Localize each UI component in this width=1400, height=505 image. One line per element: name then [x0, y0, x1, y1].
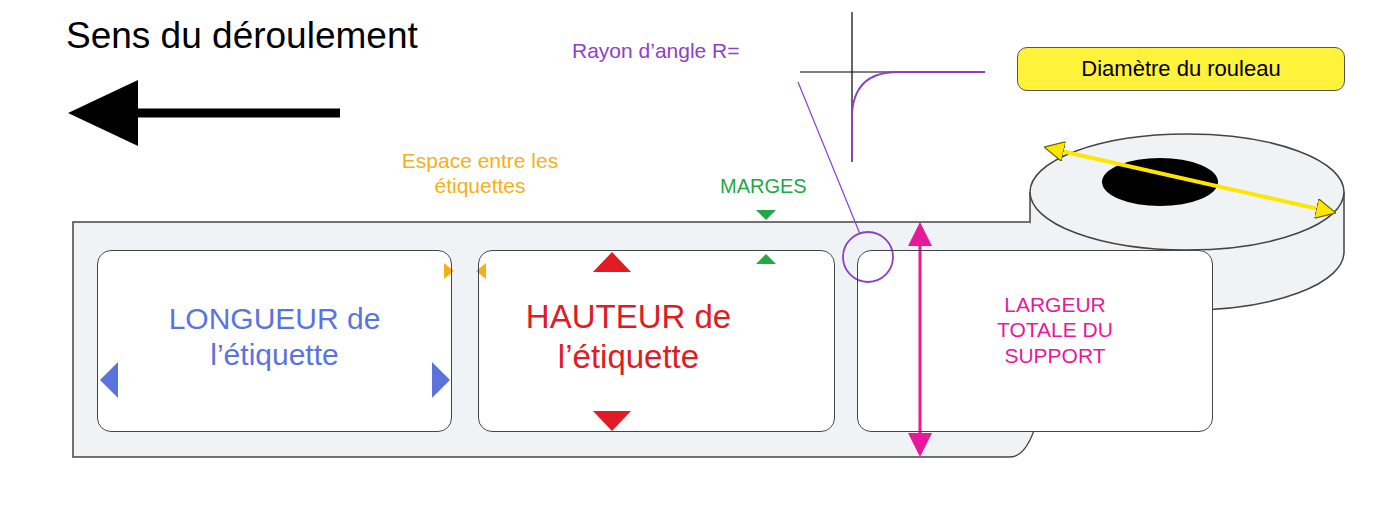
margins-label: MARGES [720, 174, 807, 198]
gap-label: Espace entre les étiquettes [395, 148, 565, 198]
label-height: HAUTEUR de l’étiquette [478, 250, 835, 432]
label-length: LONGUEUR de l’étiquette [97, 250, 452, 432]
label-fills [97, 250, 1213, 432]
direction-arrow [68, 80, 340, 146]
node-text: LONGUEUR de l’étiquette [145, 301, 405, 373]
node-text: HAUTEUR de l’étiquette [504, 297, 754, 376]
corner-radius-label: Rayon d’angle R= [572, 38, 740, 63]
margin-arrows [756, 210, 776, 264]
corner-radius-inset [798, 12, 985, 282]
label-width: LARGEUR TOTALE DU SUPPORT [857, 250, 1213, 432]
width-arrow [908, 222, 932, 457]
node-text: LARGEUR TOTALE DU SUPPORT [980, 292, 1130, 368]
gap-arrows [444, 263, 486, 279]
node-text: Diamètre du rouleau [1081, 56, 1280, 82]
direction-title: Sens du déroulement [66, 14, 418, 58]
diameter-arrow [1048, 148, 1332, 212]
diameter-badge: Diamètre du rouleau [1017, 47, 1345, 91]
